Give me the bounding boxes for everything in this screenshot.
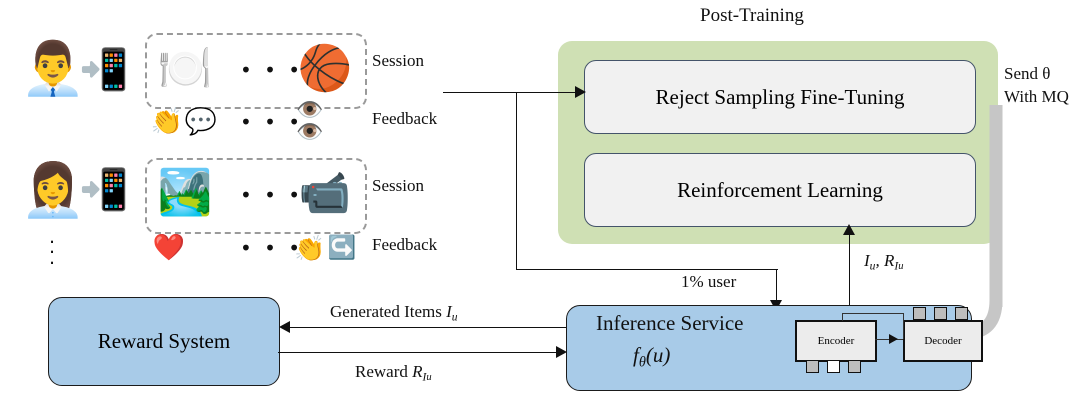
phone-swipe-gesture-icon-2: 📲 bbox=[79, 167, 129, 213]
feedback-ellipsis-1: • • • bbox=[240, 110, 304, 134]
generated-items-shaft bbox=[290, 327, 566, 328]
session-group-1 bbox=[145, 33, 367, 109]
reinforcement-learning-box[interactable]: Reinforcement Learning bbox=[584, 153, 976, 227]
encoder-chip-1 bbox=[806, 360, 819, 373]
send-theta-label-line1: Send θ bbox=[1004, 64, 1051, 83]
feedback-share-icon-2: ↪️ bbox=[327, 234, 357, 261]
more-users-vertical-ellipsis: ... bbox=[48, 226, 56, 269]
reinforcement-learning-label: Reinforcement Learning bbox=[677, 177, 883, 202]
session-label-2: Session bbox=[372, 176, 424, 195]
feedback-heart-icon-2: ❤️ bbox=[152, 233, 186, 263]
inference-service-label: Inference Service bbox=[596, 311, 744, 335]
one-percent-user-shaft bbox=[516, 269, 778, 270]
iu-riu-shaft bbox=[849, 232, 850, 314]
encoder-decoder-arrowhead bbox=[889, 334, 898, 344]
encoder-box[interactable]: Encoder bbox=[795, 320, 877, 362]
encoder-chip-3 bbox=[848, 360, 861, 373]
session-ellipsis-2: • • • bbox=[240, 183, 304, 207]
generated-items-arrowhead bbox=[279, 321, 290, 333]
female-user-avatar: 👩‍💼 bbox=[20, 161, 86, 221]
encoder-decoder-wire-left bbox=[842, 313, 843, 321]
iu-riu-label: Iu, RIu bbox=[864, 252, 903, 273]
encoder-label: Encoder bbox=[817, 335, 855, 347]
session-item-2-3: 📹 bbox=[298, 168, 352, 217]
reward-symbol-sub: I bbox=[422, 370, 427, 384]
send-theta-label-line2: With MQ bbox=[1004, 87, 1069, 106]
reward-symbol: R bbox=[412, 362, 423, 381]
inference-service-formula: fθ(u) bbox=[633, 344, 670, 371]
feedback-ellipsis-2: • • • bbox=[240, 236, 304, 260]
iu-riu-sub2: I bbox=[894, 259, 899, 273]
feedback-views-icon-1: 👁️👁️ bbox=[296, 98, 324, 145]
encoder-decoder-wire-right bbox=[903, 313, 904, 339]
feedback-label-2: Feedback bbox=[372, 235, 438, 254]
session-item-2-1: 🏞️ bbox=[157, 167, 213, 218]
session-label-1: Session bbox=[372, 51, 424, 70]
reward-text: Reward bbox=[355, 362, 413, 381]
decoder-label: Decoder bbox=[924, 335, 962, 347]
generated-items-symbol-sub: u bbox=[451, 310, 458, 324]
session-item-1-3: 🏀 bbox=[297, 43, 353, 94]
decoder-chip-3 bbox=[955, 307, 968, 320]
sessions-to-posttraining-arrowhead bbox=[575, 86, 586, 98]
iu-riu-part1: I bbox=[864, 251, 870, 270]
reward-shaft bbox=[278, 352, 564, 353]
decoder-box[interactable]: Decoder bbox=[903, 320, 983, 362]
formula-sub: θ bbox=[638, 354, 646, 371]
session-group-2 bbox=[145, 158, 367, 234]
reject-sampling-fine-tuning-box[interactable]: Reject Sampling Fine-Tuning bbox=[584, 60, 976, 134]
reward-system-label: Reward System bbox=[97, 329, 231, 353]
post-training-title: Post-Training bbox=[700, 5, 804, 26]
encoder-chip-2 bbox=[827, 360, 840, 373]
reward-arrowhead bbox=[556, 346, 567, 358]
one-percent-user-down-shaft bbox=[776, 269, 777, 305]
generated-items-text: Generated Items bbox=[330, 302, 447, 321]
decoder-chip-1 bbox=[913, 307, 926, 320]
formula-base: f bbox=[633, 343, 639, 367]
reject-sampling-fine-tuning-label: Reject Sampling Fine-Tuning bbox=[655, 84, 905, 109]
feedback-label-1: Feedback bbox=[372, 109, 438, 128]
iu-riu-arrowhead bbox=[843, 224, 855, 235]
feedback-clap-icon-2: 👏 bbox=[294, 233, 326, 263]
session-item-1-1: 🍽️ bbox=[157, 43, 213, 94]
feedback-branch-vertical bbox=[516, 92, 517, 270]
formula-arg: (u) bbox=[645, 343, 671, 367]
reward-label: Reward RIu bbox=[355, 363, 432, 384]
sessions-to-posttraining-shaft bbox=[443, 92, 583, 93]
iu-riu-sep: , bbox=[875, 251, 884, 270]
decoder-chip-2 bbox=[934, 307, 947, 320]
generated-items-label: Generated Items Iu bbox=[330, 303, 458, 324]
iu-riu-sub3: u bbox=[898, 261, 904, 273]
reward-system-box[interactable]: Reward System bbox=[48, 297, 280, 386]
session-ellipsis-1: • • • bbox=[240, 58, 304, 82]
generated-items-symbol: I bbox=[446, 302, 452, 321]
iu-riu-sub1: u bbox=[869, 259, 876, 273]
feedback-comment-icon-1: 💬 bbox=[184, 107, 218, 137]
male-user-avatar: 👨‍💼 bbox=[20, 39, 86, 99]
iu-riu-part2: R bbox=[883, 251, 895, 270]
phone-swipe-gesture-icon: 📲 bbox=[79, 47, 129, 93]
feedback-clap-icon-1: 👏 bbox=[150, 107, 184, 137]
one-percent-user-label: 1% user bbox=[681, 272, 737, 291]
encoder-decoder-wire-top bbox=[842, 313, 904, 314]
reward-symbol-sub2: u bbox=[426, 372, 432, 384]
